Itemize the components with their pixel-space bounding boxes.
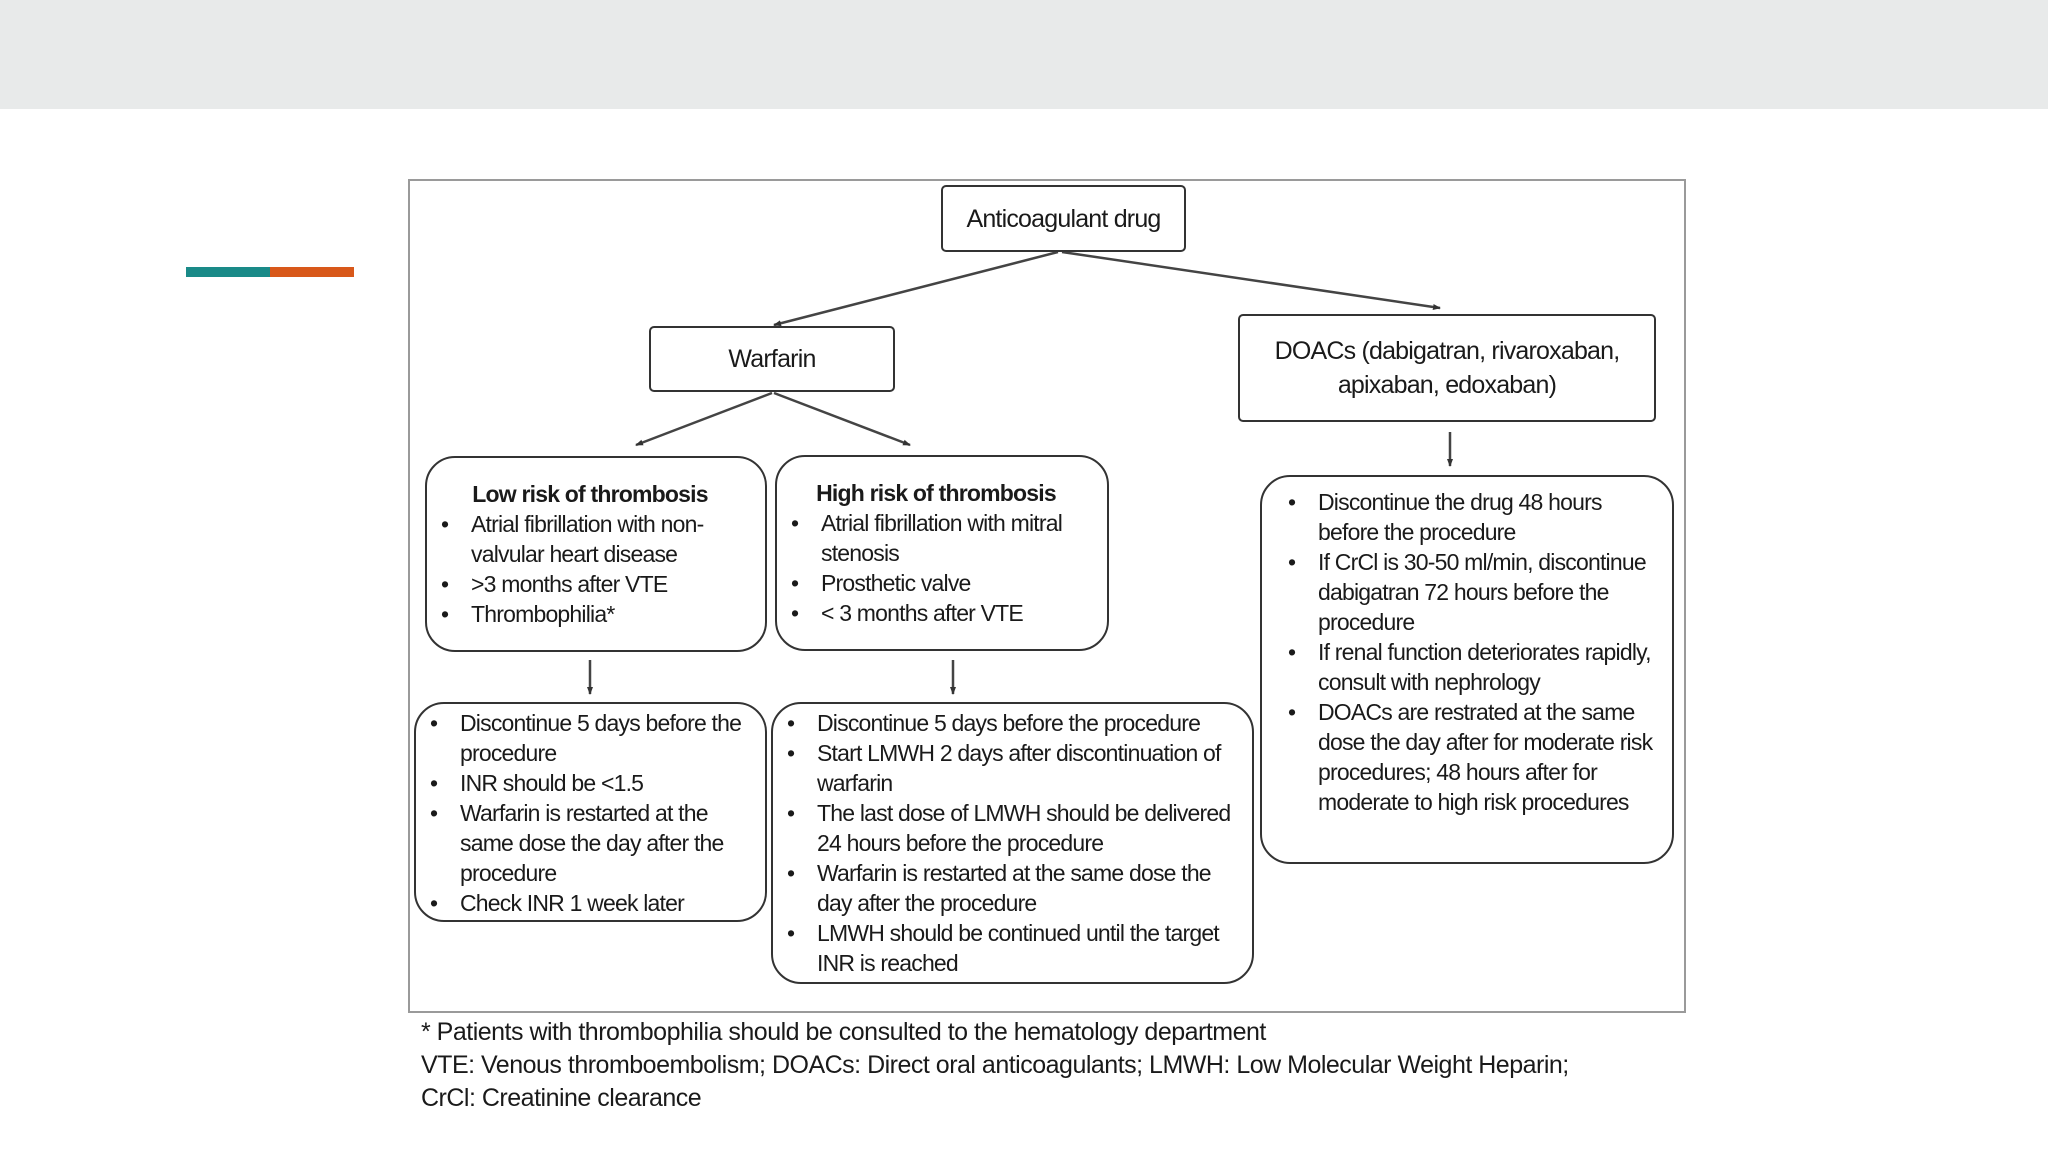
high-risk-actions-list: Discontinue 5 days before the procedure … — [773, 708, 1240, 978]
list-item: Discontinue the drug 48 hours before the… — [1274, 487, 1660, 547]
low-risk-list: Atrial fibrillation with non-valvular he… — [427, 509, 753, 629]
list-item: Atrial fibrillation with non-valvular he… — [427, 509, 753, 569]
doac-actions-list: Discontinue the drug 48 hours before the… — [1274, 487, 1660, 817]
list-item: Discontinue 5 days before the procedure — [416, 708, 753, 768]
list-item: If CrCl is 30-50 ml/min, discontinue dab… — [1274, 547, 1660, 637]
list-item: Warfarin is restarted at the same dose t… — [773, 858, 1240, 918]
node-label: Warfarin — [728, 345, 816, 373]
list-item: Atrial fibrillation with mitral stenosis — [777, 508, 1095, 568]
list-item: Check INR 1 week later — [416, 888, 753, 918]
warfarin-node: Warfarin — [649, 326, 895, 392]
doacs-node: DOACs (dabigatran, rivaroxaban, apixaban… — [1238, 314, 1656, 422]
doac-actions-node: Discontinue the drug 48 hours before the… — [1260, 475, 1674, 864]
node-label: DOACs (dabigatran, rivaroxaban, apixaban… — [1274, 337, 1621, 399]
list-item: Warfarin is restarted at the same dose t… — [416, 798, 753, 888]
high-risk-actions-node: Discontinue 5 days before the procedure … — [771, 702, 1254, 984]
figure-caption: * Patients with thrombophilia should be … — [421, 1016, 1691, 1115]
caption-footnote: * Patients with thrombophilia should be … — [421, 1018, 1266, 1046]
slide-header-band — [0, 0, 2048, 109]
anticoagulant-drug-node: Anticoagulant drug — [941, 185, 1186, 252]
caption-abbreviations: VTE: Venous thromboembolism; DOACs: Dire… — [421, 1051, 1569, 1079]
list-item: Start LMWH 2 days after discontinuation … — [773, 738, 1240, 798]
accent-bar-teal — [186, 267, 270, 277]
accent-bar-orange — [270, 267, 354, 277]
list-item: INR should be <1.5 — [416, 768, 753, 798]
list-item: >3 months after VTE — [427, 569, 753, 599]
low-risk-title: Low risk of thrombosis — [472, 481, 708, 507]
low-risk-actions-list: Discontinue 5 days before the procedure … — [416, 708, 753, 918]
low-risk-actions-node: Discontinue 5 days before the procedure … — [414, 702, 767, 922]
list-item: Prosthetic valve — [777, 568, 1095, 598]
caption-abbreviations-cont: CrCl: Creatinine clearance — [421, 1084, 702, 1112]
node-label: Anticoagulant drug — [966, 204, 1161, 233]
low-risk-node: Low risk of thrombosis Atrial fibrillati… — [425, 456, 767, 652]
list-item: LMWH should be continued until the targe… — [773, 918, 1240, 978]
list-item: If renal function deteriorates rapidly, … — [1274, 637, 1660, 697]
list-item: Discontinue 5 days before the procedure — [773, 708, 1240, 738]
high-risk-title: High risk of thrombosis — [816, 480, 1057, 506]
list-item: DOACs are restrated at the same dose the… — [1274, 697, 1660, 817]
list-item: The last dose of LMWH should be delivere… — [773, 798, 1240, 858]
list-item: Thrombophilia* — [427, 599, 753, 629]
high-risk-node: High risk of thrombosis Atrial fibrillat… — [775, 455, 1109, 651]
high-risk-list: Atrial fibrillation with mitral stenosis… — [777, 508, 1095, 628]
list-item: < 3 months after VTE — [777, 598, 1095, 628]
